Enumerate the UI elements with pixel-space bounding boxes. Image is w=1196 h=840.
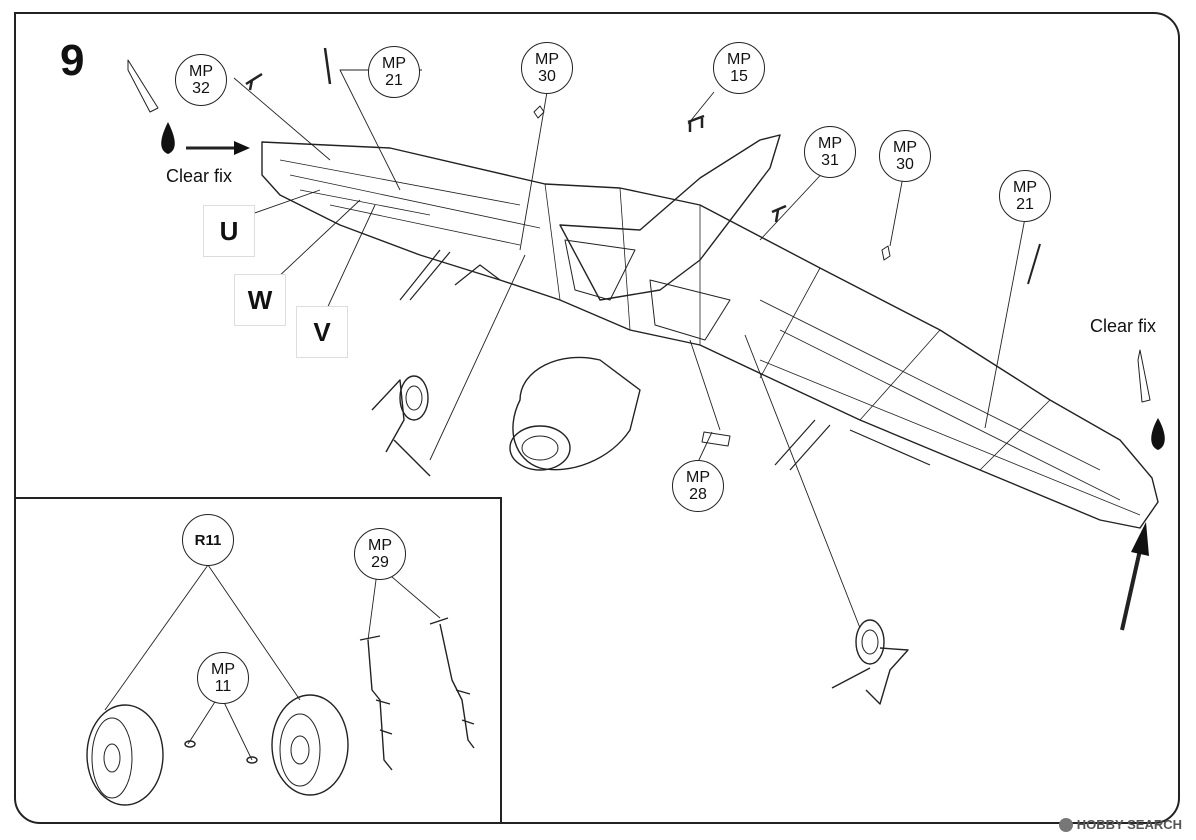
hub-cap-left xyxy=(184,740,196,748)
part-mp30-right-sketch xyxy=(881,245,891,261)
callout-mp11: MP 11 xyxy=(197,652,249,704)
paint-letter-v: V xyxy=(296,306,348,358)
clear-part-right xyxy=(1137,349,1151,403)
callout-r11: R11 xyxy=(182,514,234,566)
clear-drop-right xyxy=(1151,418,1165,450)
part-mp32-sketch xyxy=(245,72,263,91)
part-mp15-sketch xyxy=(687,114,705,132)
callout-number: 11 xyxy=(214,678,232,695)
step-frame xyxy=(14,12,1180,824)
callout-number: 15 xyxy=(730,68,748,85)
callout-number: 29 xyxy=(371,554,389,571)
clear-part-left xyxy=(127,59,159,113)
watermark: HOBBY SEARCH xyxy=(1058,817,1182,832)
watermark-text: HOBBY SEARCH xyxy=(1076,817,1182,832)
main-gear-left xyxy=(371,375,431,477)
callout-code: MP xyxy=(686,469,710,486)
callout-number: 21 xyxy=(1016,196,1034,213)
step-number: 9 xyxy=(60,36,85,85)
callout-mp31: MP 31 xyxy=(804,126,856,178)
callout-number: 30 xyxy=(896,156,914,173)
callout-mp30-top: MP 30 xyxy=(521,42,573,94)
callout-number: 30 xyxy=(538,68,556,85)
note-clear-fix-right: Clear fix xyxy=(1090,316,1157,336)
callout-number: 21 xyxy=(385,72,403,89)
callout-code: MP xyxy=(382,55,406,72)
callout-code: MP xyxy=(893,139,917,156)
callout-mp32: MP 32 xyxy=(175,54,227,106)
part-mp21-right-sketch xyxy=(1027,243,1041,285)
wing-panel-lines xyxy=(279,154,1141,516)
fuselage xyxy=(559,134,781,301)
callout-label: R11 xyxy=(194,531,222,549)
callout-code: MP xyxy=(211,661,235,678)
gear-leg-right xyxy=(429,617,475,749)
callout-mp30-right: MP 30 xyxy=(879,130,931,182)
callout-mp21-right: MP 21 xyxy=(999,170,1051,222)
callout-code: MP xyxy=(368,537,392,554)
callout-code: MP xyxy=(189,63,213,80)
cockpit-wells xyxy=(564,239,731,341)
engine-nacelle xyxy=(512,356,641,471)
underwing-stores-left xyxy=(399,249,501,301)
wheel-left xyxy=(86,704,164,806)
clear-drop-left xyxy=(161,122,175,154)
callout-mp29: MP 29 xyxy=(354,528,406,580)
callout-mp15: MP 15 xyxy=(713,42,765,94)
underwing-stores-right xyxy=(774,419,931,471)
hub-cap-right xyxy=(246,756,258,764)
watermark-logo-icon xyxy=(1058,817,1073,832)
main-gear-right xyxy=(831,619,909,705)
arrow-clear-fix-right xyxy=(1120,549,1142,631)
part-mp28-sketch xyxy=(701,431,731,447)
note-clear-fix-left: Clear fix xyxy=(166,166,233,186)
callout-code: MP xyxy=(818,135,842,152)
wheel-right xyxy=(271,694,349,796)
callout-code: MP xyxy=(1013,179,1037,196)
landing-gear-subassembly-panel xyxy=(14,497,502,824)
part-mp21-sketch xyxy=(323,47,332,85)
callout-number: 32 xyxy=(192,80,210,97)
callout-mp28: MP 28 xyxy=(672,460,724,512)
engine-intake xyxy=(509,425,571,471)
gear-leg-left xyxy=(359,635,393,771)
part-mp31-sketch xyxy=(771,204,787,223)
paint-letter-u: U xyxy=(203,205,255,257)
callout-code: MP xyxy=(727,51,751,68)
callout-number: 28 xyxy=(689,486,707,503)
callout-number: 31 xyxy=(821,152,839,169)
callout-mp21-left: MP 21 xyxy=(368,46,420,98)
callout-code: MP xyxy=(535,51,559,68)
leader-lines xyxy=(104,69,1026,761)
paint-letter-w: W xyxy=(234,274,286,326)
